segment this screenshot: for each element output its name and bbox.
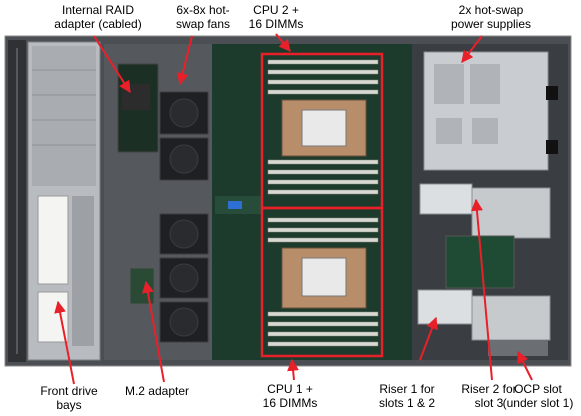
power-supplies [423,51,558,171]
arrow-riser2 [470,198,493,381]
label-cpu2: CPU 2 + 16 DIMMs [248,3,304,31]
ocp-slot-area [488,340,548,356]
drive-label-sheet-bottom [37,291,69,343]
arrow-fans [176,35,193,86]
dimm-slots [267,59,379,347]
arrow-riser1 [419,316,438,361]
arrow-cpu2 [275,33,291,52]
cpu-2-heatsink [281,99,367,157]
arrow-raid [93,35,131,94]
label-fans: 6x-8x hot- swap fans [175,3,231,31]
label-ocp-slot: OCP slot (under slot 1) [502,382,574,410]
label-riser2: Riser 2 for slot 3 [461,382,517,410]
cpu-1-heatsink [281,247,367,309]
arrow-psu [461,35,483,63]
front-drive-bays [27,41,101,361]
fans [159,91,209,343]
blue-latch [228,201,242,209]
leader-arrows [54,33,533,385]
label-riser1: Riser 1 for slots 1 & 2 [378,382,436,410]
riser-2 [419,183,551,239]
label-front-drive-bays: Front drive bays [40,384,98,412]
label-cpu1: CPU 1 + 16 DIMMs [262,382,318,410]
drive-label-sheet-top [37,195,69,285]
arrow-ocp [517,350,533,381]
label-m2-adapter: M.2 adapter [124,384,190,398]
cpu1-highlight-box [260,206,384,358]
arrow-m2 [142,280,165,383]
label-raid-adapter: Internal RAID adapter (cabled) [54,3,142,31]
m2-adapter-board [129,267,155,305]
arrow-drives [54,300,75,385]
arrow-cpu1 [287,358,300,381]
label-power-supplies: 2x hot-swap power supplies [450,3,532,31]
